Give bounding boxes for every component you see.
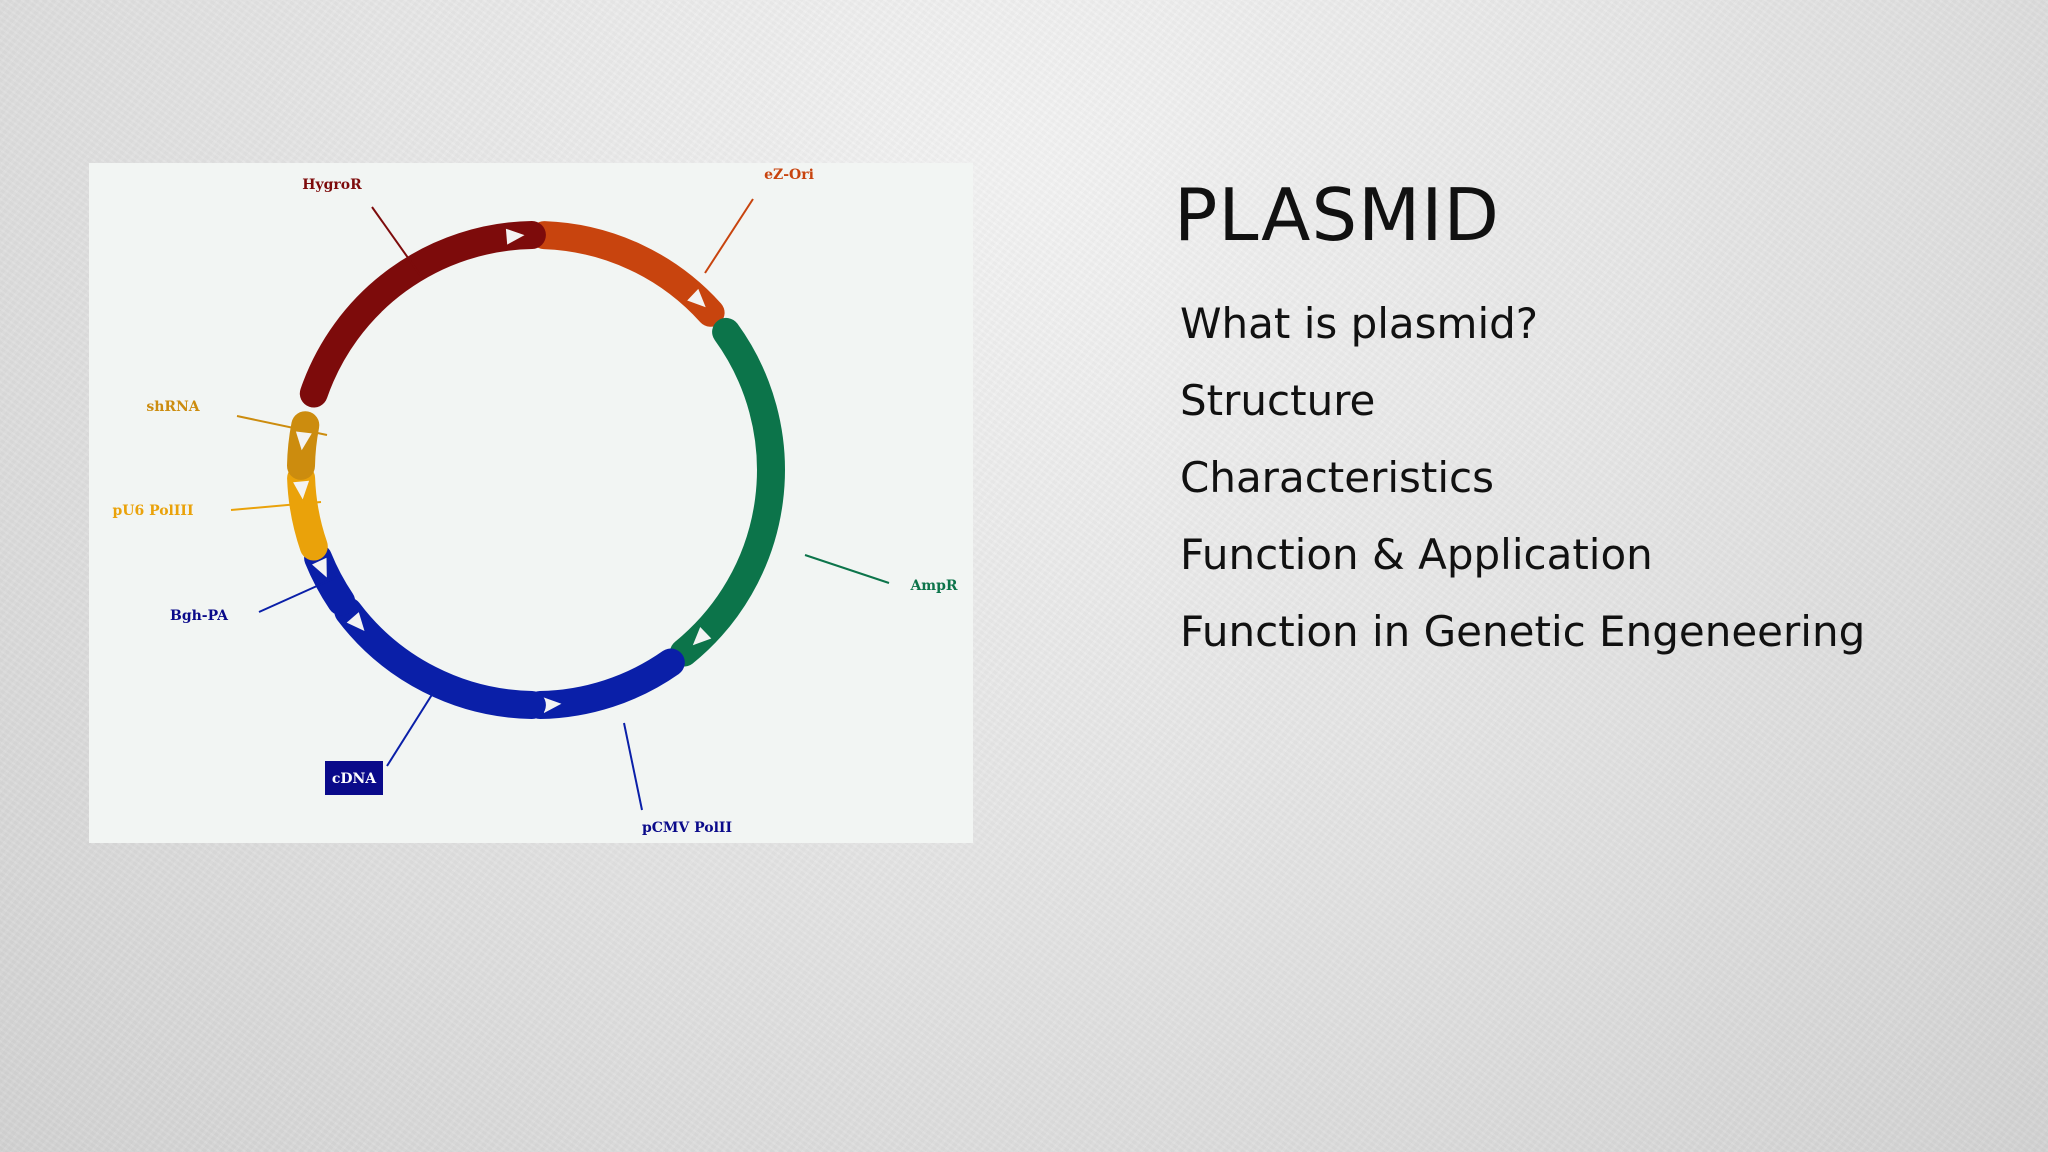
topic-what-is-plasmid: What is plasmid? (1180, 299, 1539, 348)
leader-line-cdna (386, 692, 434, 767)
plasmid-map-figure: HygroR eZ-Ori shRNA pU6 PolIII AmpR Bgh-… (89, 163, 973, 843)
label-ampr: AmpR (909, 578, 957, 594)
direction-arrow-icon (692, 627, 712, 646)
slide-title: PLASMID (1174, 173, 1500, 257)
leader-line-bgh-pa (258, 576, 338, 613)
topic-list: What is plasmid? Structure Characteristi… (1180, 285, 1865, 670)
cdna-label-box (325, 761, 383, 795)
leader-line-shrna (236, 415, 328, 436)
topic-structure: Structure (1180, 376, 1376, 425)
plasmid-segment-hygror (299, 221, 546, 408)
label-hygror: HygroR (302, 177, 362, 193)
direction-arrow-icon (293, 480, 310, 500)
leader-line-hygror (371, 206, 424, 280)
leader-line-ampr (804, 554, 890, 584)
direction-arrow-icon (295, 431, 312, 451)
plasmid-segment-ez-ori (530, 221, 725, 327)
label-pu6-poliii: pU6 PolIII (112, 503, 193, 519)
topic-characteristics: Characteristics (1180, 453, 1495, 502)
direction-arrow-icon (505, 228, 525, 245)
direction-arrow-icon (542, 697, 562, 713)
leader-line-pu6-poliii (230, 501, 322, 511)
direction-arrow-icon (312, 557, 327, 578)
plasmid-segment-cdna (334, 597, 546, 719)
topic-function-application: Function & Application (1180, 530, 1653, 579)
direction-arrow-icon (346, 612, 365, 631)
plasmid-map: HygroR eZ-Ori shRNA pU6 PolIII AmpR Bgh-… (112, 167, 957, 836)
leader-line-pcmv-polii (623, 722, 643, 811)
label-ez-ori: eZ-Ori (764, 167, 814, 183)
plasmid-segment-pcmv-polii (526, 648, 685, 719)
label-bgh-pa: Bgh-PA (170, 608, 229, 624)
direction-arrow-icon (687, 288, 706, 308)
label-shrna: shRNA (146, 399, 200, 415)
plasmid-segment-ampr (669, 317, 785, 667)
leader-line-ez-ori (704, 198, 754, 274)
label-cdna: cDNA (332, 771, 377, 787)
topic-function-genetic-engineering: Function in Genetic Engeneering (1180, 607, 1866, 656)
label-pcmv-polii: pCMV PolII (642, 820, 732, 836)
